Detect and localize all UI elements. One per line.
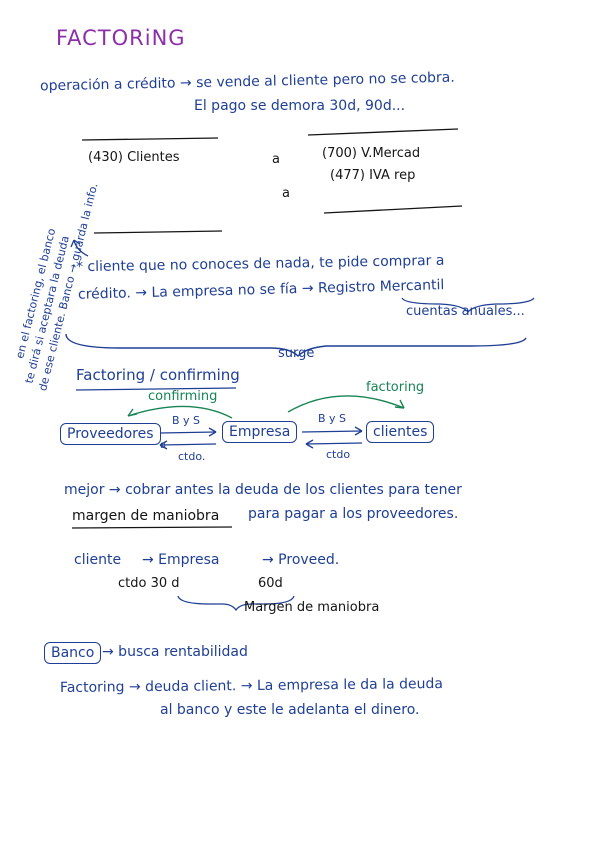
t-account-top-left: [81, 137, 219, 141]
timeline-ctdo30: ctdo 30 d: [118, 576, 180, 591]
factoring-def-line-1: Factoring → deuda client. → La empresa l…: [59, 675, 444, 697]
bys-arrowhead-1: [208, 427, 217, 437]
client-note-line-2: crédito. → La empresa no se fía → Regist…: [77, 277, 445, 303]
underline-margen: [71, 526, 233, 529]
bys-arrowhead-2: [354, 426, 363, 436]
bys-arrow-2: [301, 430, 363, 433]
section-factoring-confirming-title: Factoring / confirming: [76, 366, 240, 384]
timeline-cliente: cliente: [74, 552, 122, 568]
bys-arrow-1: [159, 431, 217, 434]
factoring-arrowhead: [394, 399, 405, 409]
mejor-line-2-rest: para pagar a los proveedores.: [248, 506, 459, 522]
intro-line-2: El pago se demora 30d, 90d...: [194, 98, 406, 114]
ctdo-label-2: ctdo: [326, 448, 351, 461]
timeline-empresa: → Empresa: [142, 552, 220, 568]
client-note-line-3: cuentas anuales...: [406, 304, 525, 319]
mejor-line-2-margen: margen de maniobra: [72, 508, 220, 524]
bys-label-2: B y S: [318, 412, 347, 425]
t-account-left-entry: (430) Clientes: [88, 150, 180, 165]
confirming-arrowhead: [127, 408, 138, 417]
t-account-bottom-right: [323, 205, 463, 214]
flow-a-label: a: [160, 440, 167, 451]
ctdo-label-1: ctdo.: [178, 450, 206, 463]
t-account-a1: a: [272, 152, 280, 167]
factoring-label: factoring: [366, 380, 425, 395]
banco-box: Banco: [44, 642, 102, 664]
page-title: FACTORiNG: [56, 26, 186, 50]
ctdo-arrow-2: [305, 442, 363, 445]
factoring-arc: [287, 395, 405, 413]
bys-label-1: B y S: [172, 414, 201, 427]
confirming-label: confirming: [148, 389, 218, 404]
timeline-60d: 60d: [258, 576, 283, 591]
proveedores-box: Proveedores: [60, 423, 161, 445]
factoring-def-line-2: al banco y este le adelanta el dinero.: [160, 702, 420, 718]
mejor-line-1: mejor → cobrar antes la deuda de los cli…: [64, 482, 462, 498]
client-note-line-1: * cliente que no conoces de nada, te pid…: [75, 252, 445, 276]
surge-label: surge: [278, 346, 315, 361]
banco-text: → busca rentabilidad: [102, 644, 248, 660]
timeline-proveed: → Proveed.: [262, 552, 340, 568]
t-account-bottom-left: [93, 230, 223, 234]
t-account-top-right: [307, 128, 459, 136]
t-account-a2: a: [282, 186, 290, 201]
intro-line-1: operación a crédito → se vende al client…: [39, 69, 455, 95]
timeline-margen: Margen de maniobra: [244, 600, 380, 615]
side-note: en el factoring, el banco te dirá si ace…: [8, 171, 100, 393]
empresa-box: Empresa: [222, 421, 298, 443]
ctdo-arrowhead-2: [305, 439, 314, 449]
clientes-box: clientes: [366, 421, 435, 443]
ctdo-arrow-1: [159, 443, 217, 446]
t-account-right-entry-1: (700) V.Mercad: [322, 146, 421, 161]
t-account-right-entry-2: (477) IVA rep: [330, 168, 416, 183]
